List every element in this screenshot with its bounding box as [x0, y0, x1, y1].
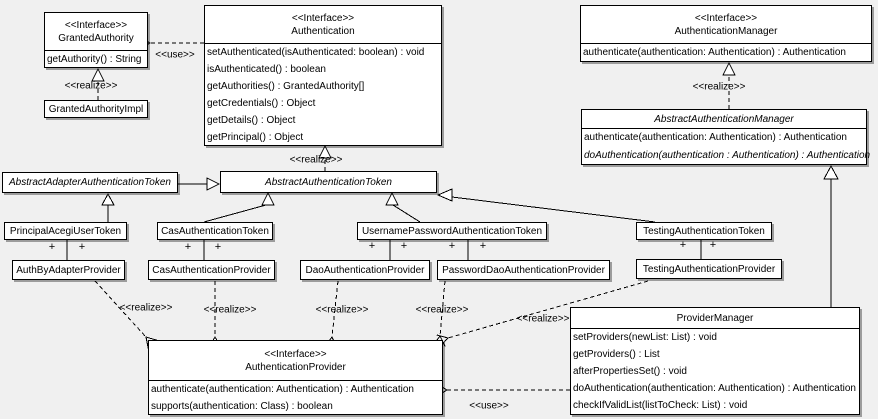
class-title: <<Interface>> GrantedAuthority — [45, 13, 147, 51]
class-principal-acegi-user-token[interactable]: PrincipalAcegiUserToken — [4, 222, 127, 240]
class-authentication-manager[interactable]: <<Interface>> AuthenticationManager auth… — [580, 5, 872, 62]
edge-generalization-usernamepasswordtoken-abstractauthenticationtoken[interactable] — [392, 204, 421, 223]
class-stereotype: <<Interface>> — [694, 12, 758, 24]
method: isAuthenticated() : boolean — [207, 64, 326, 75]
method: authenticate(authentication: Authenticat… — [583, 47, 846, 58]
class-methods: authenticate(authentication: Authenticat… — [581, 44, 871, 62]
method: getPrincipal() : Object — [207, 132, 304, 143]
class-name: AbstractAuthenticationToken — [265, 176, 392, 188]
class-name: AbstractAuthenticationManager — [654, 113, 794, 125]
class-stereotype: <<Interface>> — [64, 19, 128, 31]
class-name: TestingAuthenticationToken — [643, 225, 765, 237]
method: checkIfValidList(listToCheck: List) : vo… — [573, 400, 748, 411]
class-granted-authority[interactable]: <<Interface>> GrantedAuthority getAuthor… — [44, 12, 148, 68]
class-title: DaoAuthenticationProvider — [301, 261, 429, 279]
class-methods: setProviders(newList: List) : void getPro… — [571, 329, 859, 414]
class-auth-by-adapter-provider[interactable]: AuthByAdapterProvider — [12, 260, 125, 280]
generalization-arrowhead — [385, 191, 399, 206]
method: setAuthenticated(isAuthenticated: boolea… — [207, 47, 425, 58]
class-dao-authentication-provider[interactable]: DaoAuthenticationProvider — [300, 260, 430, 280]
generalization-arrowhead — [823, 164, 839, 180]
class-cas-authentication-provider[interactable]: CasAuthenticationProvider — [148, 260, 275, 280]
edge-realize-passworddaoauthenticationprovider-authenticationprovider[interactable] — [432, 280, 446, 347]
generalization-arrowhead — [261, 191, 275, 206]
method: afterPropertiesSet() : void — [573, 366, 687, 377]
class-cas-authentication-token[interactable]: CasAuthenticationToken — [157, 222, 273, 240]
class-abstract-adapter-authentication-token[interactable]: AbstractAdapterAuthenticationToken — [2, 172, 178, 193]
class-name: AbstractAdapterAuthenticationToken — [9, 177, 171, 188]
realize-arrowhead — [722, 61, 736, 76]
edge-generalization-castoken-abstractauthenticationtoken[interactable] — [203, 204, 267, 223]
class-name: PasswordDaoAuthenticationProvider — [442, 264, 605, 276]
class-stereotype: <<Interface>> — [291, 12, 355, 24]
method: getCredentials() : Object — [207, 98, 316, 109]
method: getDetails() : Object — [207, 115, 296, 126]
class-name: TestingAuthenticationProvider — [642, 263, 776, 275]
class-username-password-authentication-token[interactable]: UsernamePasswordAuthenticationToken — [357, 222, 547, 240]
class-title: <<Interface>> AuthenticationProvider — [149, 341, 442, 381]
realize-arrowhead — [318, 144, 332, 159]
class-title: AbstractAdapterAuthenticationToken — [3, 173, 177, 192]
class-title: AbstractAuthenticationManager — [582, 110, 866, 129]
class-title: UsernamePasswordAuthenticationToken — [358, 223, 546, 239]
class-title: CasAuthenticationToken — [158, 223, 272, 239]
class-name: AuthenticationManager — [674, 25, 778, 37]
class-name: CasAuthenticationToken — [161, 225, 269, 237]
class-methods: setAuthenticated(isAuthenticated: boolea… — [205, 44, 441, 146]
class-methods: getAuthority() : String — [45, 51, 147, 69]
method: supports(authentication: Class) : boolea… — [151, 401, 333, 412]
class-password-dao-authentication-provider[interactable]: PasswordDaoAuthenticationProvider — [437, 260, 610, 280]
method: getProviders() : List — [573, 349, 660, 360]
class-stereotype: <<Interface>> — [264, 348, 327, 360]
class-name: CasAuthenticationProvider — [152, 264, 271, 276]
realize-arrowhead — [91, 67, 105, 82]
generalization-arrowhead — [436, 188, 453, 202]
class-title: <<Interface>> Authentication — [205, 6, 441, 44]
edge-realize-authbyadapterprovider-authenticationprovider[interactable] — [94, 280, 158, 349]
class-title: <<Interface>> AuthenticationManager — [581, 6, 871, 44]
method: getAuthorities() : GrantedAuthority[] — [207, 81, 365, 92]
class-testing-authentication-provider[interactable]: TestingAuthenticationProvider — [636, 259, 782, 279]
class-methods: authenticate(authentication: Authenticat… — [149, 381, 442, 415]
class-name: Authentication — [291, 25, 355, 37]
class-title: PasswordDaoAuthenticationProvider — [438, 261, 609, 279]
class-provider-manager[interactable]: ProviderManager setProviders(newList: Li… — [570, 307, 860, 415]
class-title: TestingAuthenticationToken — [637, 223, 771, 239]
class-title: CasAuthenticationProvider — [149, 261, 274, 279]
class-testing-authentication-token[interactable]: TestingAuthenticationToken — [636, 222, 772, 240]
class-title: ProviderManager — [571, 308, 859, 329]
class-name: GrantedAuthorityImpl — [48, 103, 144, 115]
class-title: GrantedAuthorityImpl — [45, 101, 147, 117]
method: doAuthentication(authentication : Authen… — [584, 150, 871, 161]
class-title: AbstractAuthenticationToken — [221, 172, 436, 192]
generalization-arrowhead — [206, 177, 221, 191]
class-authentication-provider[interactable]: <<Interface>> AuthenticationProvider aut… — [148, 340, 443, 415]
class-name: DaoAuthenticationProvider — [305, 264, 425, 276]
class-methods: authenticate(authentication: Authenticat… — [582, 129, 871, 165]
class-name: ProviderManager — [676, 312, 754, 324]
method: doAuthentication(authentication: Authent… — [573, 383, 856, 394]
class-name: AuthenticationProvider — [245, 361, 346, 373]
class-granted-authority-impl[interactable]: GrantedAuthorityImpl — [44, 100, 148, 118]
method: authenticate(authentication: Authenticat… — [584, 132, 847, 143]
class-abstract-authentication-token[interactable]: AbstractAuthenticationToken — [220, 171, 437, 193]
class-abstract-authentication-manager[interactable]: AbstractAuthenticationManager authentica… — [581, 109, 871, 165]
class-name: UsernamePasswordAuthenticationToken — [361, 225, 543, 237]
method: authenticate(authentication: Authenticat… — [151, 384, 414, 395]
class-name: PrincipalAcegiUserToken — [9, 225, 122, 237]
class-name: AuthByAdapterProvider — [16, 264, 121, 276]
class-title: PrincipalAcegiUserToken — [5, 223, 126, 239]
class-name: GrantedAuthority — [58, 32, 134, 44]
edge-generalization-testingtoken-abstractauthenticationtoken[interactable] — [451, 196, 656, 223]
generalization-arrowhead — [101, 192, 115, 206]
class-title: AuthByAdapterProvider — [13, 261, 124, 279]
class-authentication[interactable]: <<Interface>> Authentication setAuthenti… — [204, 5, 442, 146]
class-title: TestingAuthenticationProvider — [637, 260, 781, 278]
edge-realize-daoauthenticationprovider-authenticationprovider[interactable] — [324, 280, 339, 348]
method: getAuthority() : String — [47, 54, 142, 65]
method: setProviders(newList: List) : void — [573, 332, 717, 343]
